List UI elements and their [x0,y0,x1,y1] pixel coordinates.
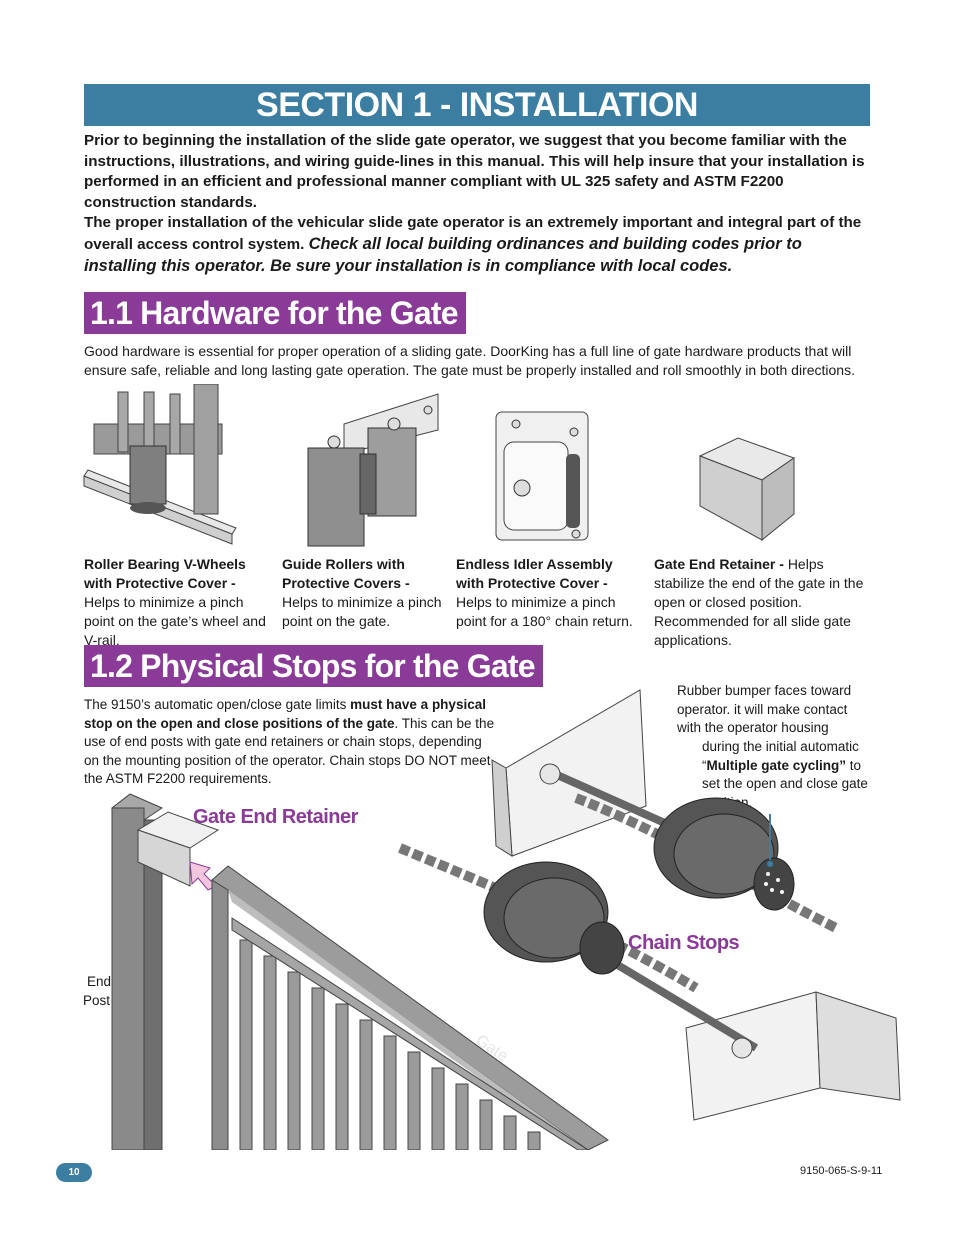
chain-stops-illustration [398,689,901,1121]
guide-roller-illustration [307,393,439,547]
stops-body-c: . This can be the use of end posts with … [84,715,495,787]
page-number: 10 [56,1163,92,1182]
caption-guide-rollers-name: Guide Rollers with Protective Covers - [282,556,410,591]
gate-illustration [110,793,609,1150]
bumper-note-b: during the initial automatic “Multiple g… [702,738,874,812]
intro-paragraph-1: Prior to beginning the installation of t… [84,132,865,211]
caption-idler-assembly-name: Endless Idler Assembly with Protective C… [456,556,613,591]
idler-assembly-illustration [495,411,589,541]
caption-v-wheels-name: Roller Bearing V-Wheels with Protective … [84,556,246,591]
stops-body: The 9150’s automatic open/close gate lim… [84,696,498,789]
caption-gate-end-retainer-name: Gate End Retainer - [654,556,788,572]
hardware-body: Good hardware is essential for proper op… [84,343,855,378]
bumper-note-a: Rubber bumper faces toward operator. it … [677,683,852,736]
caption-guide-rollers-desc: Helps to minimize a pinch point on the g… [282,594,442,629]
label-end: End [87,974,112,989]
stops-title: 1.2 Physical Stops for the Gate [84,645,543,687]
section-title: SECTION 1 - INSTALLATION [84,84,870,126]
bumper-note-b-text: during the initial automatic “ [702,739,859,773]
label-post: Post [83,993,111,1008]
intro-text: Prior to beginning the installation of t… [84,131,874,277]
intro-paragraph-2: The proper installation of the vehicular… [84,213,874,277]
stops-body-b: must have a physical stop on the open an… [84,697,486,731]
v-wheel-illustration [83,384,237,545]
caption-guide-rollers: Guide Rollers with Protective Covers - H… [282,555,448,631]
intro-p2-italic: Check all local building ordinances and … [84,234,802,275]
stops-body-a: The 9150’s automatic open/close gate lim… [84,697,351,712]
caption-v-wheels-desc: Helps to minimize a pinch point on the g… [84,594,266,648]
bumper-note-b-bold: Multiple gate cycling” [706,757,847,773]
caption-gate-end-retainer: Gate End Retainer - Helps stabilize the … [654,555,874,650]
hardware-title: 1.1 Hardware for the Gate [84,292,466,334]
caption-gate-end-retainer-desc: Helps stabilize the end of the gate in t… [654,556,864,648]
document-code: 9150-065-S-9-11 [800,1165,883,1177]
caption-v-wheels: Roller Bearing V-Wheels with Protective … [84,555,274,650]
label-gate-end-retainer: Gate End Retainer [193,806,358,828]
intro-p2-bold: The proper installation of the vehicular… [84,214,862,253]
caption-idler-assembly: Endless Idler Assembly with Protective C… [456,555,642,631]
label-chain-stops: Chain Stops [628,932,740,954]
gate-end-retainer-illustration [698,437,796,542]
caption-idler-assembly-desc: Helps to minimize a pinch point for a 18… [456,594,633,629]
